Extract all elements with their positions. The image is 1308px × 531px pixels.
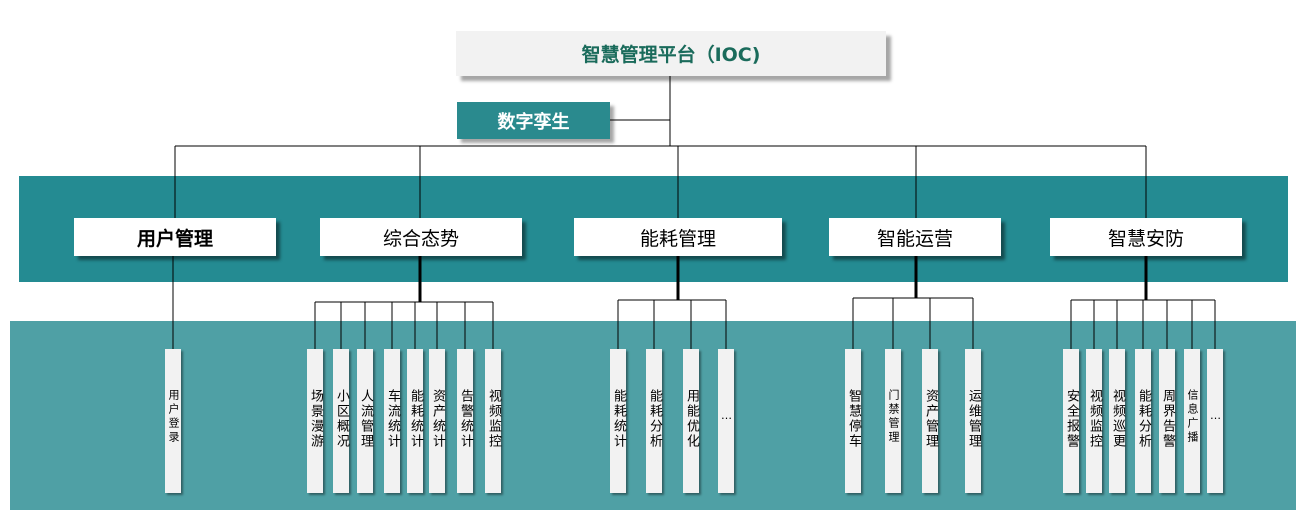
digital-twin-label: 数字孪生 bbox=[457, 102, 610, 139]
module-leaf: 能耗统计 bbox=[610, 349, 626, 493]
module-leaf: 场景漫游 bbox=[307, 349, 323, 493]
module-leaf: 视频巡更 bbox=[1109, 349, 1125, 493]
module-leaf: 资产统计 bbox=[429, 349, 445, 493]
module-leaf: 运维管理 bbox=[965, 349, 981, 493]
module-leaf: 小区概况 bbox=[333, 349, 349, 493]
category-user-management: 用户管理 bbox=[74, 218, 276, 256]
module-leaf: 能耗统计 bbox=[407, 349, 423, 493]
module-leaf: 视频监控 bbox=[1086, 349, 1102, 493]
module-leaf: 资产管理 bbox=[922, 349, 938, 493]
module-leaf-ellipsis: … bbox=[718, 349, 734, 493]
category-operations: 智能运营 bbox=[829, 218, 1001, 256]
module-leaf: 门禁管理 bbox=[885, 349, 901, 493]
platform-title: 智慧管理平台（IOC) bbox=[456, 31, 886, 76]
module-leaf: 用户登录 bbox=[165, 349, 181, 493]
module-leaf: 告警统计 bbox=[457, 349, 473, 493]
module-leaf-ellipsis: … bbox=[1207, 349, 1223, 493]
module-leaf: 安全报警 bbox=[1063, 349, 1079, 493]
module-leaf: 周界告警 bbox=[1159, 349, 1175, 493]
module-leaf: 能耗分析 bbox=[1135, 349, 1151, 493]
module-leaf: 信息广播 bbox=[1184, 349, 1200, 493]
module-leaf: 能耗分析 bbox=[646, 349, 662, 493]
category-security: 智慧安防 bbox=[1050, 218, 1242, 256]
module-leaf: 视频监控 bbox=[485, 349, 501, 493]
category-energy: 能耗管理 bbox=[574, 218, 782, 256]
module-leaf: 人流管理 bbox=[357, 349, 373, 493]
module-leaf: 用能优化 bbox=[683, 349, 699, 493]
module-leaf: 车流统计 bbox=[384, 349, 400, 493]
module-leaf: 智慧停车 bbox=[845, 349, 861, 493]
category-situation: 综合态势 bbox=[320, 218, 522, 256]
